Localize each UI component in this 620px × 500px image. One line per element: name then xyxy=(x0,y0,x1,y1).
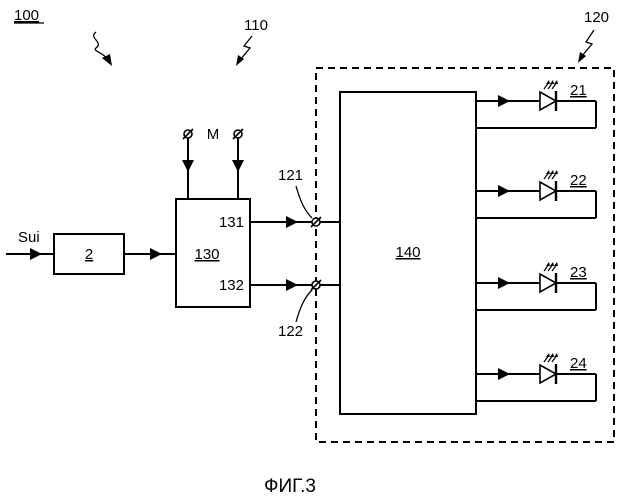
led-24-label: 24 xyxy=(570,355,587,372)
terminal-121-label: 121 xyxy=(278,167,303,184)
terminal-122 xyxy=(311,280,321,290)
led-23-label: 23 xyxy=(570,264,587,281)
supply-label: M xyxy=(207,126,220,143)
converter-label: 110 xyxy=(244,17,268,34)
output-132-label: 132 xyxy=(219,277,244,294)
figure-caption: ФИГ.3 xyxy=(264,476,316,497)
led-channel-21: 21 xyxy=(476,80,596,128)
supply-terminal-left xyxy=(183,129,193,139)
led-channel-22: 22 xyxy=(476,170,596,218)
block-140-label: 140 xyxy=(395,244,420,261)
block-130-label: 130 xyxy=(194,246,219,263)
input-signal-label: Sui xyxy=(18,229,40,246)
led-21-label: 21 xyxy=(570,82,587,99)
supply-terminal-right xyxy=(233,129,243,139)
terminal-121 xyxy=(311,217,321,227)
terminal-122-label: 122 xyxy=(278,323,303,340)
system-label: 100 xyxy=(14,7,39,24)
led-channel-24: 24 xyxy=(476,353,596,401)
led-22-label: 22 xyxy=(570,172,587,189)
led-channel-23: 23 xyxy=(476,262,596,310)
module-label: 120 xyxy=(584,9,609,26)
output-131-label: 131 xyxy=(219,214,244,231)
block-2-label: 2 xyxy=(85,246,93,263)
